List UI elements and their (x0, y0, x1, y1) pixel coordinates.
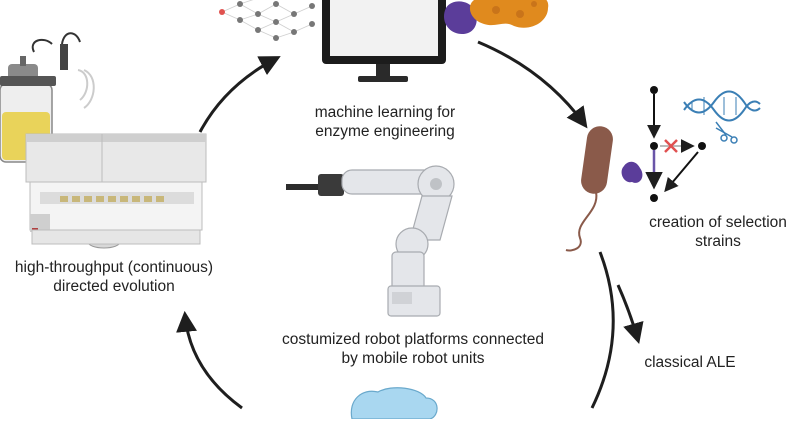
label-robot-line2: by mobile robot units (341, 350, 485, 367)
label-selection-strains: creation of selection strains (636, 213, 800, 251)
label-ale: classical ALE (644, 354, 736, 371)
label-selection-line2: strains (695, 233, 741, 250)
label-ml-line2: enzyme engineering (315, 123, 455, 140)
label-robot-platforms: costumized robot platforms connected by … (248, 330, 578, 368)
monitor-icon (322, 0, 446, 82)
arrow-htp-to-ml (198, 56, 281, 133)
label-htp-line1: high-throughput (continuous) (14, 259, 214, 276)
lab-device-icon (25, 133, 207, 249)
label-selection-line1: creation of selection (649, 214, 787, 231)
arrow-bottom-left (176, 310, 243, 410)
label-machine-learning: machine learning for enzyme engineering (290, 103, 480, 141)
arrow-ml-to-selection (477, 40, 588, 129)
dna-icon (683, 90, 761, 122)
robot-arm-icon (286, 165, 455, 317)
label-directed-evolution: high-throughput (continuous) directed ev… (4, 258, 224, 296)
label-htp-line2: directed evolution (53, 278, 175, 295)
mobile-robot-icon (350, 387, 438, 420)
cycle-arrows (176, 40, 644, 410)
arrow-to-ale (616, 284, 644, 345)
enzyme-small-icon (621, 161, 643, 183)
neural-network-icon (219, 0, 315, 41)
label-robot-line1: costumized robot platforms connected (282, 331, 544, 348)
enzyme-icon (443, 0, 549, 35)
scissors-icon (715, 121, 738, 144)
arrow-selection-down (590, 251, 615, 409)
label-classical-ale: classical ALE (630, 353, 750, 372)
knockout-icon (664, 139, 678, 153)
bacterium-icon (565, 126, 613, 252)
label-ml-line1: machine learning for (314, 104, 456, 121)
selection-network (645, 86, 706, 202)
